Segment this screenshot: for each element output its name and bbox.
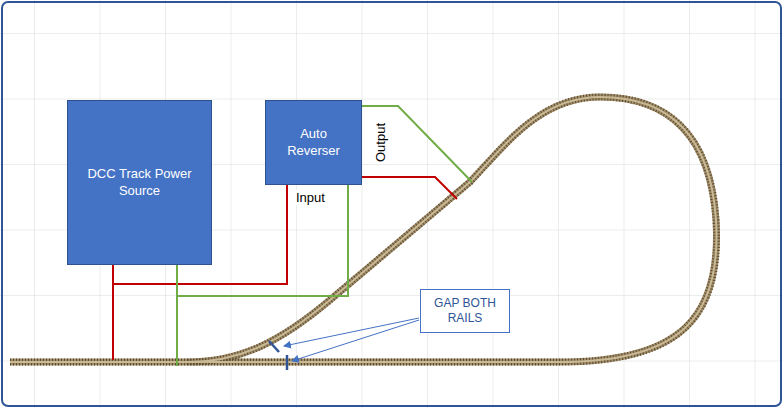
output-wire [362, 106, 472, 182]
rail-gap [269, 341, 279, 352]
box-text: DCC Track Power Source [74, 166, 205, 199]
port-label: Output [373, 121, 388, 162]
leader-arrow [292, 320, 419, 361]
power-source-box: DCC Track Power Source [67, 100, 212, 265]
port-label: Input [295, 190, 326, 205]
feeder-wire [176, 296, 178, 366]
box-text: Auto Reverser [272, 126, 355, 159]
output-wire [362, 177, 457, 199]
track [10, 97, 717, 362]
rail-gap [286, 355, 289, 370]
reverser-box: Auto Reverser [265, 100, 362, 185]
feeder-wire [112, 284, 114, 360]
callout-box: GAP BOTH RAILS [420, 289, 510, 333]
box-text: GAP BOTH RAILS [427, 296, 503, 326]
